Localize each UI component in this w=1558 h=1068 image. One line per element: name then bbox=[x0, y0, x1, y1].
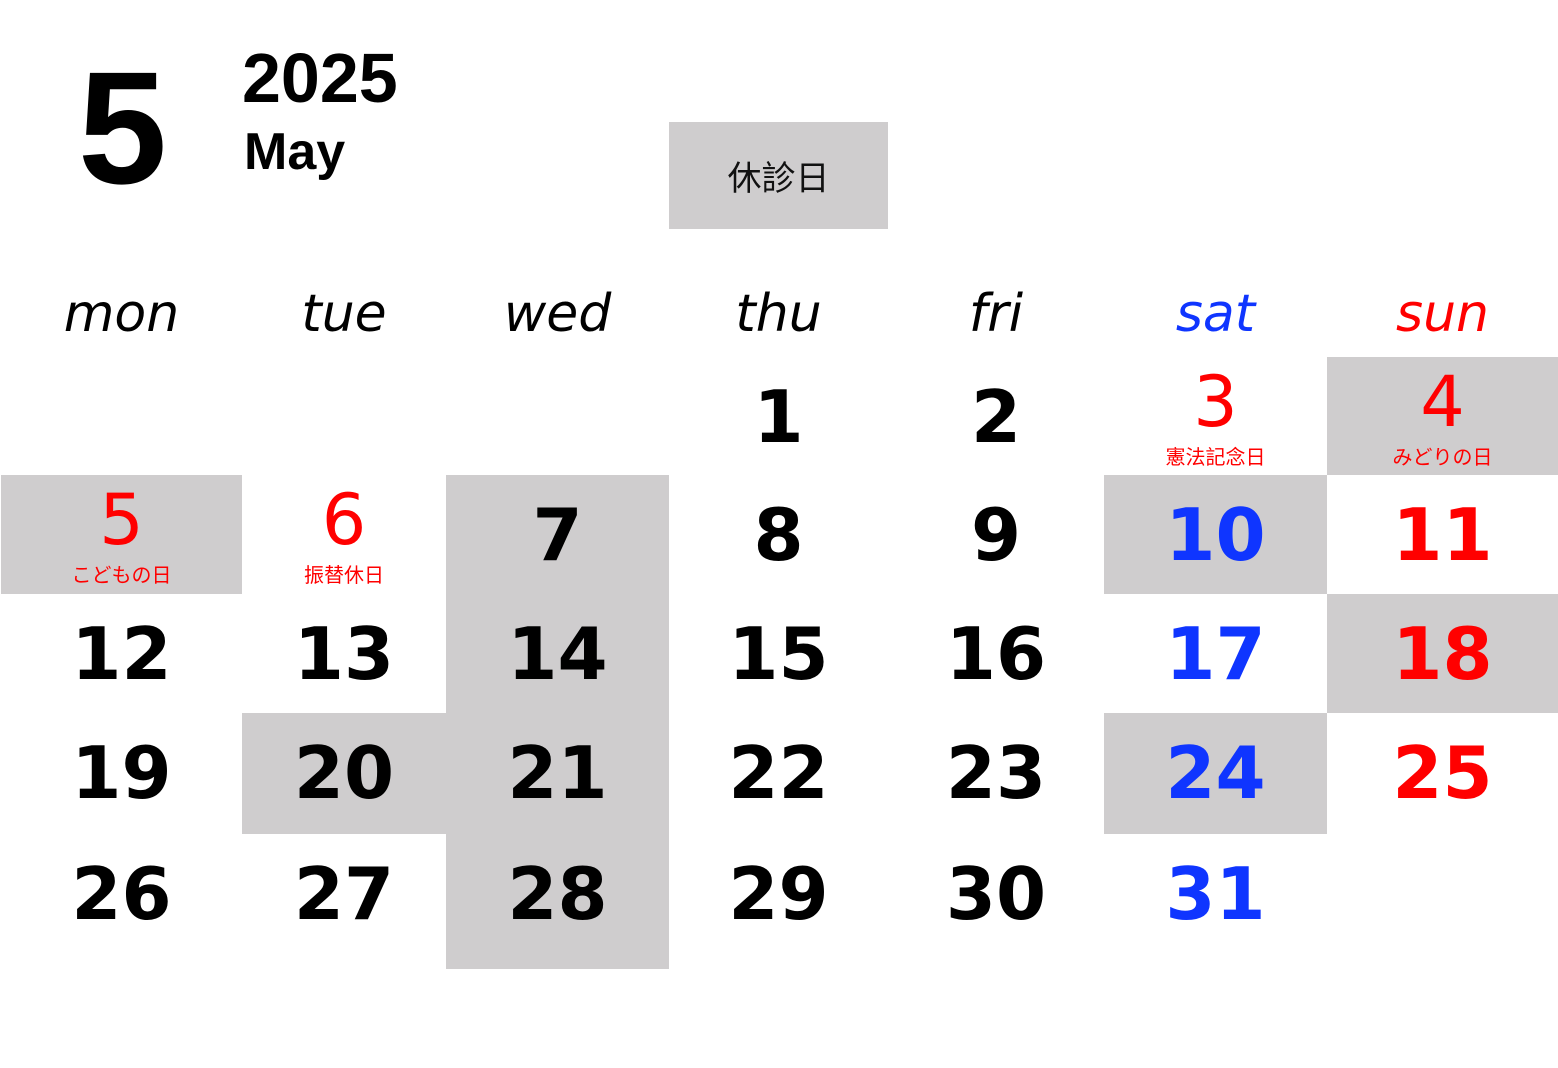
weekday-sun: sun bbox=[1395, 284, 1489, 344]
day-cell-8: 8 bbox=[669, 475, 888, 594]
day-number: 15 bbox=[728, 612, 829, 696]
day-number: 26 bbox=[71, 852, 172, 936]
day-number: 23 bbox=[945, 731, 1047, 815]
day-cell-9: 9 bbox=[888, 475, 1104, 594]
day-number: 17 bbox=[1165, 612, 1266, 696]
day-number: 31 bbox=[1165, 852, 1266, 936]
closed-day-legend-label: 休診日 bbox=[727, 159, 830, 199]
day-number: 14 bbox=[507, 612, 608, 696]
day-cell-24: 24 bbox=[1104, 713, 1327, 834]
day-number: 5 bbox=[99, 479, 144, 561]
day-number: 7 bbox=[532, 493, 583, 577]
year-label: 2025 bbox=[242, 39, 398, 117]
day-cell-30: 30 bbox=[888, 834, 1104, 969]
day-number: 20 bbox=[293, 731, 395, 815]
day-cell-25: 25 bbox=[1327, 713, 1558, 834]
day-number: 4 bbox=[1420, 361, 1465, 443]
weekday-thu: thu bbox=[735, 284, 822, 344]
month-number: 5 bbox=[78, 38, 167, 217]
day-cell-26: 26 bbox=[1, 834, 242, 969]
day-number: 1 bbox=[753, 375, 804, 459]
day-cell-7: 7 bbox=[446, 475, 669, 594]
day-number: 12 bbox=[71, 612, 172, 696]
day-cell-22: 22 bbox=[669, 713, 888, 834]
weekday-fri: fri bbox=[968, 284, 1024, 344]
weekday-sat: sat bbox=[1175, 284, 1256, 344]
day-cell-1: 1 bbox=[669, 357, 888, 475]
day-number: 13 bbox=[293, 612, 395, 696]
day-cell-14: 14 bbox=[446, 594, 669, 713]
day-number: 3 bbox=[1193, 361, 1238, 443]
day-number: 9 bbox=[970, 493, 1022, 577]
day-cell-31: 31 bbox=[1104, 834, 1327, 969]
day-cell-29: 29 bbox=[669, 834, 888, 969]
weekday-mon: mon bbox=[63, 284, 180, 344]
day-cell-21: 21 bbox=[446, 713, 669, 834]
month-name: May bbox=[244, 123, 346, 181]
day-cell-15: 15 bbox=[669, 594, 888, 713]
day-number: 2 bbox=[970, 375, 1022, 459]
day-number: 29 bbox=[728, 852, 829, 936]
day-number: 24 bbox=[1165, 731, 1266, 815]
holiday-name: 振替休日 bbox=[304, 563, 384, 587]
day-number: 28 bbox=[507, 852, 608, 936]
day-number: 19 bbox=[71, 731, 172, 815]
day-cell-17: 17 bbox=[1104, 594, 1327, 713]
day-number: 21 bbox=[507, 731, 608, 815]
day-number: 27 bbox=[293, 852, 395, 936]
day-cell-16: 16 bbox=[888, 594, 1104, 713]
day-cell-13: 13 bbox=[242, 594, 446, 713]
day-cell-18: 18 bbox=[1327, 594, 1558, 713]
weekday-wed: wed bbox=[503, 284, 612, 344]
day-cell-19: 19 bbox=[1, 713, 242, 834]
day-number: 8 bbox=[753, 493, 804, 577]
day-cell-10: 10 bbox=[1104, 475, 1327, 594]
day-cell-27: 27 bbox=[242, 834, 446, 969]
day-number: 6 bbox=[321, 479, 367, 561]
weekday-tue: tue bbox=[301, 284, 387, 344]
holiday-name: みどりの日 bbox=[1392, 445, 1493, 469]
day-number: 18 bbox=[1392, 612, 1493, 696]
day-cell-11: 11 bbox=[1327, 475, 1558, 594]
day-cell-20: 20 bbox=[242, 713, 446, 834]
day-number: 30 bbox=[945, 852, 1047, 936]
day-cell-12: 12 bbox=[1, 594, 242, 713]
closed-day-legend: 休診日 bbox=[669, 122, 888, 229]
holiday-name: 憲法記念日 bbox=[1165, 445, 1266, 469]
day-cell-2: 2 bbox=[888, 357, 1104, 475]
day-number: 22 bbox=[728, 731, 829, 815]
day-cell-23: 23 bbox=[888, 713, 1104, 834]
day-cell-28: 28 bbox=[446, 834, 669, 969]
day-number: 10 bbox=[1165, 493, 1266, 577]
day-number: 25 bbox=[1392, 731, 1493, 815]
day-number: 11 bbox=[1392, 493, 1493, 577]
day-number: 16 bbox=[945, 612, 1047, 696]
holiday-name: こどもの日 bbox=[71, 563, 172, 587]
